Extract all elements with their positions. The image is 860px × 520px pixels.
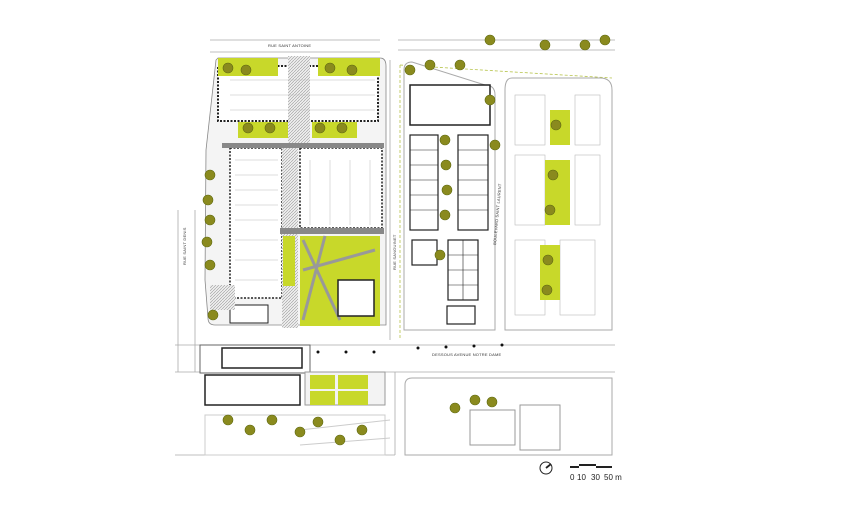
scale-label-10: 10	[577, 473, 586, 482]
main-block	[204, 56, 387, 328]
scale-label-30: 30	[591, 473, 600, 482]
street-label-middle: RUE SANGUINET	[392, 234, 397, 270]
bollards	[316, 343, 504, 354]
north-arrow-icon	[539, 461, 553, 475]
scale-label-50: 50 m	[604, 473, 622, 482]
street-label-top: RUE SAINT ANTOINE	[268, 43, 311, 48]
scale-label-0: 0	[570, 473, 575, 482]
street-label-right: BOULEVARD SAINT LAURENT	[492, 183, 502, 245]
street-label-left: RUE SAINT DENIS	[182, 227, 187, 265]
street-label-bottom: DESSOUS AVENUE NOTRE DAME	[432, 352, 502, 357]
east-block	[403, 61, 613, 456]
scale-bar: 0 10 30 50 m	[570, 464, 622, 482]
south-block	[199, 344, 391, 456]
